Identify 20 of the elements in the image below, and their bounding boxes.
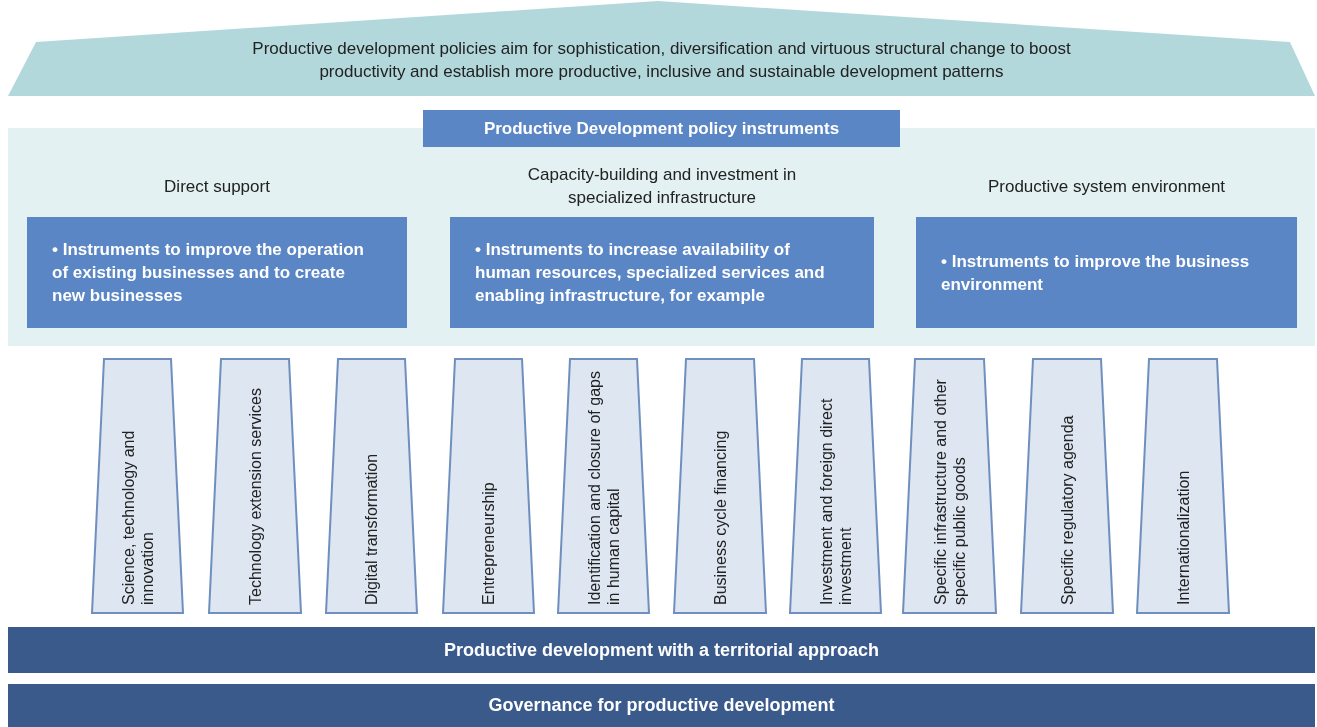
column-heading: Productive system environment (986, 175, 1227, 198)
instrument-box: • Instruments to improve the business environment (916, 217, 1297, 328)
pillar: Investment and foreign direct investment (789, 358, 882, 614)
pillar: Business cycle financing (673, 358, 767, 614)
instrument-box: • Instruments to improve the operation of existing businesses and to create new businesses (27, 217, 407, 328)
pillar: Internationalization (1136, 358, 1230, 614)
instrument-box: • Instruments to increase availability of human resources, specialized services and enabling infrastructure, for example (450, 217, 874, 328)
panel-header: Productive Development policy instruments (423, 110, 900, 147)
pillar: Identification and closure of gaps in human capital (557, 358, 650, 614)
instruments-panel (8, 110, 1315, 346)
foundation-band: Governance for productive development (8, 684, 1315, 727)
pillar: Entrepreneurship (442, 358, 535, 614)
pillar: Science, technology and innovation (91, 358, 184, 614)
column-heading: Direct support (163, 175, 271, 198)
roof-banner: Productive development policies aim for sophistication, diversification and virtuous structural change to boost productivity and establish more productive, inclusive and sustainable development patterns (8, 0, 1315, 97)
pillar: Specific regulatory agenda (1020, 358, 1114, 614)
pillar: Digital transformation (325, 358, 418, 614)
foundation-band: Productive development with a territorial approach (8, 627, 1315, 673)
column-heading: Capacity-building and investment in specialized infrastructure (526, 164, 798, 209)
pillar: Technology extension services (208, 358, 302, 614)
